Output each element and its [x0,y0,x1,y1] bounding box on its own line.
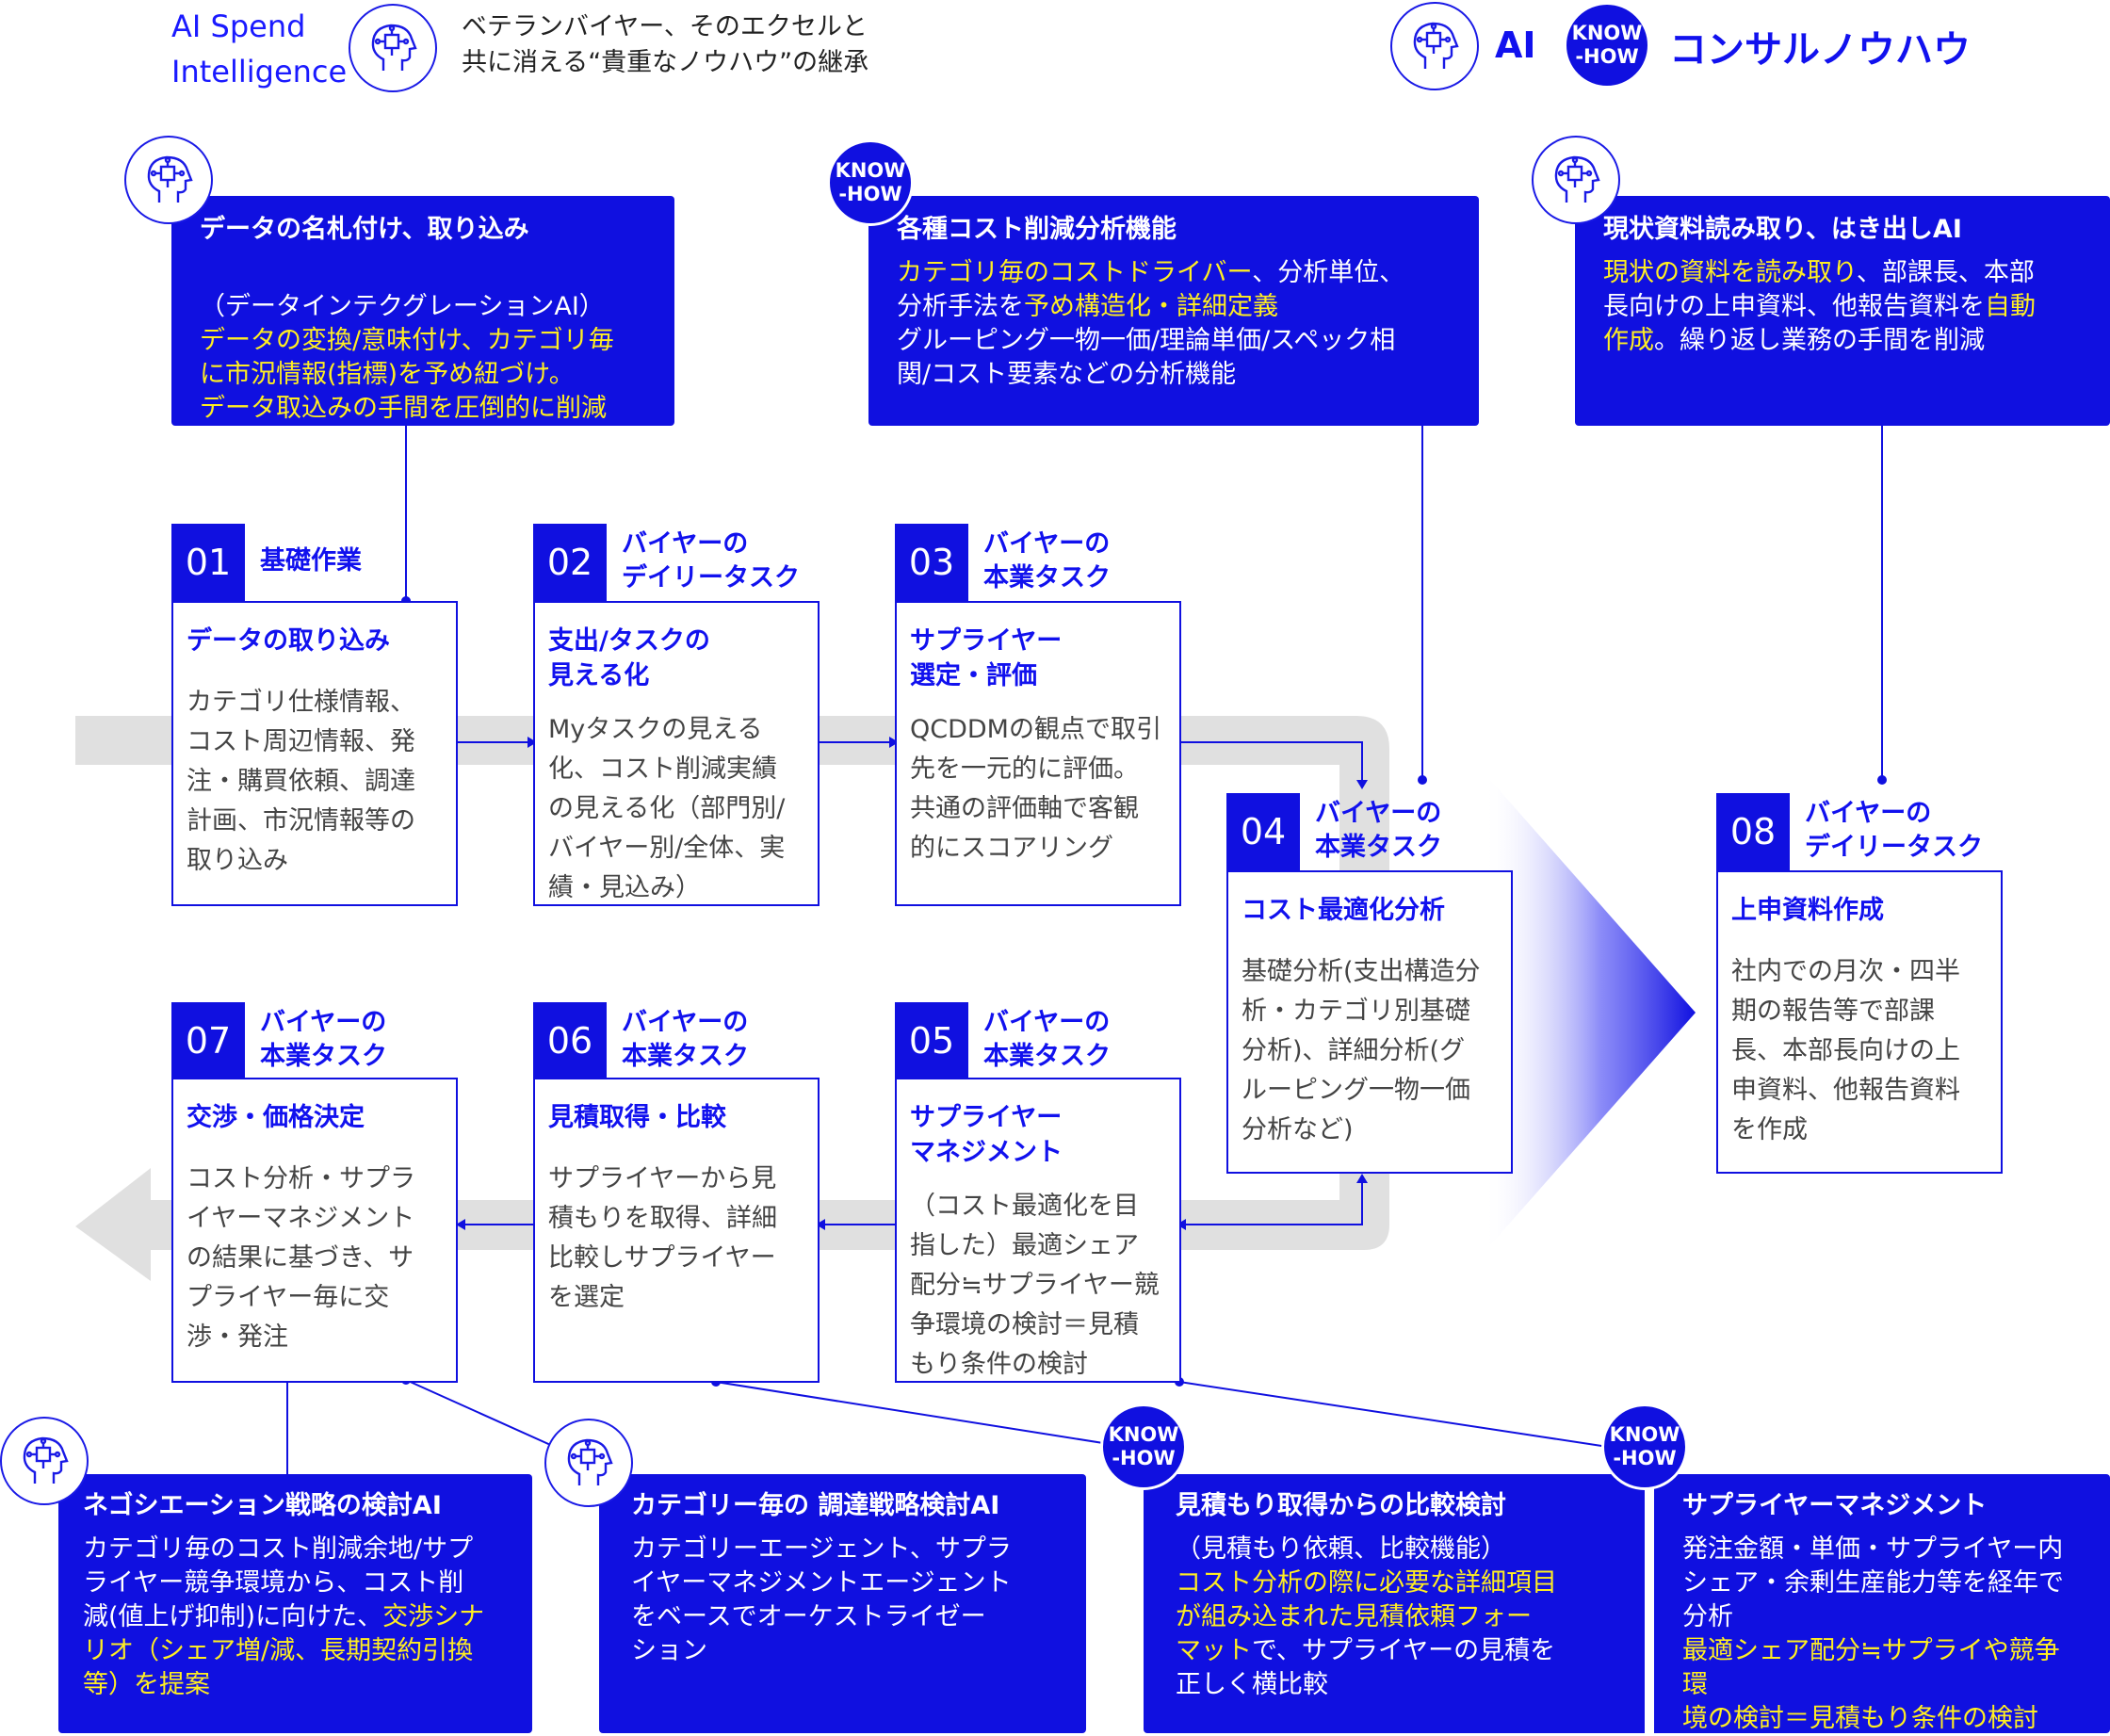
brand-title: AI Spend Intelligence [171,4,347,94]
tagline: ベテランバイヤー、そのエクセルと 共に消える“貴重なノウハウ”の継承 [462,9,868,81]
step-label: バイヤーの 本業タスク [622,1008,749,1071]
step-title: 見積取得・比較 [548,1103,726,1132]
feature-body: （データインテクグレーションAI） データの変換/意味付け、カテゴリ毎 に市況情… [200,292,614,423]
step-title: 上申資料作成 [1731,896,1884,925]
feature-title: カテゴリー毎の 調達戦略検討AI [631,1491,1000,1520]
step-body: QCDDMの観点で取引 先を一元的に評価。 共通の評価軸で客観 的にスコアリング [910,715,1161,863]
step-card-07: 交渉・価格決定 コスト分析・サプラ イヤーマネジメント の結果に基づき、サ プラ… [171,1078,458,1383]
step-number: 03 [895,524,968,601]
step-label: バイヤーの デイリータスク [1805,799,1983,862]
legend-knowhow-label: コンサルノウハウ [1669,28,1971,72]
feature-cost-reduction-analysis: 各種コスト削減分析機能 カテゴリ毎のコストドライバー、分析単位、 分析手法を予め… [868,196,1479,426]
step-body: 基礎分析(支出構造分 析・カテゴリ別基礎 分析)、詳細分析(グ ルーピング一物一… [1242,957,1481,1144]
step-card-05: サプライヤー マネジメント （コスト最適化を目 指した）最適シェア 配分≒サプラ… [895,1078,1181,1383]
step-body: カテゴリ仕様情報、 コスト周辺情報、発 注・購買依頼、調達 計画、市況情報等の … [187,688,415,875]
feature-title: ネゴシエーション戦略の検討AI [83,1491,442,1520]
step-title: 交渉・価格決定 [187,1103,365,1132]
flow-chevron [1484,772,1696,1253]
feature-negotiation-ai: ネゴシエーション戦略の検討AI カテゴリ毎のコスト削減余地/サプ ライヤー競争環… [58,1474,532,1733]
step-number: 05 [895,1002,968,1079]
step-title: サプライヤー マネジメント [910,1103,1063,1167]
step-card-04: コスト最適化分析 基礎分析(支出構造分 析・カテゴリ別基礎 分析)、詳細分析(グ… [1226,870,1513,1174]
step-number: 02 [533,524,607,601]
ai-brain-icon [349,4,437,92]
feature-body: カテゴリーエージェント、サプラ イヤーマネジメントエージェント をベースでオーケ… [631,1534,1012,1665]
ai-brain-icon [1532,136,1620,224]
feature-data-integration-ai: データの名札付け、取り込み （データインテクグレーションAI） データの変換/意… [171,196,674,426]
step-number: 08 [1716,793,1790,870]
step-label: 基礎作業 [260,546,362,576]
step-card-06: 見積取得・比較 サプライヤーから見 積もりを取得、詳細 比較しサプライヤー を選… [533,1078,820,1383]
legend-ai-label: AI [1495,24,1536,66]
feature-body: 現状の資料を読み取り、部課長、本部 長向けの上申資料、他報告資料を自動 作成。繰… [1603,258,2036,355]
feature-title: 各種コスト削減分析機能 [897,215,1177,244]
step-label: バイヤーの デイリータスク [622,529,800,592]
step-title: データの取り込み [187,626,390,656]
feature-title: 見積もり取得からの比較検討 [1176,1491,1506,1520]
step-card-08: 上申資料作成 社内での月次・四半 期の報告等で部課 長、本部長向けの上 申資料、… [1716,870,2003,1174]
ai-brain-icon [124,136,213,224]
feature-body: カテゴリ毎のコスト削減余地/サプ ライヤー競争環境から、コスト削 減(値上げ抑制… [83,1534,485,1699]
step-label: バイヤーの 本業タスク [260,1008,387,1071]
brand-line2: Intelligence [171,54,348,89]
brand-line1: AI Spend [171,8,306,44]
step-body: 社内での月次・四半 期の報告等で部課 長、本部長向けの上 申資料、他報告資料 を… [1731,957,1960,1144]
step-title: 支出/タスクの 見える化 [548,626,710,690]
feature-title: サプライヤーマネジメント [1682,1491,1988,1520]
step-card-03: サプライヤー 選定・評価 QCDDMの観点で取引 先を一元的に評価。 共通の評価… [895,601,1181,906]
step-body: Myタスクの見える 化、コスト削減実績 の見える化（部門別/ バイヤー別/全体、… [548,715,786,902]
step-number: 04 [1226,793,1300,870]
step-label: バイヤーの 本業タスク [983,1008,1111,1071]
legend-ai-icon [1390,2,1479,90]
step-body: （コスト最適化を目 指した）最適シェア 配分≒サプライヤー競 争環境の検討＝見積… [910,1192,1160,1379]
feature-document-reader-ai: 現状資料読み取り、はき出しAI 現状の資料を読み取り、部課長、本部 長向けの上申… [1575,196,2110,426]
step-card-01: データの取り込み カテゴリ仕様情報、 コスト周辺情報、発 注・購買依頼、調達 計… [171,601,458,906]
box-gap [1645,1474,1654,1733]
step-label: バイヤーの 本業タスク [1315,799,1442,862]
feature-body: （見積もり依頼、比較機能） コスト分析の際に必要な詳細項目 が組み込まれた見積依… [1176,1534,1557,1699]
step-number: 06 [533,1002,607,1079]
feature-title: 現状資料読み取り、はき出しAI [1603,215,1962,244]
step-body: コスト分析・サプラ イヤーマネジメント の結果に基づき、サ プライヤー毎に交 渉… [187,1164,415,1352]
step-title: コスト最適化分析 [1242,896,1445,925]
step-card-02: 支出/タスクの 見える化 Myタスクの見える 化、コスト削減実績 の見える化（部… [533,601,820,906]
feature-supplier-management: サプライヤーマネジメント 発注金額・単価・サプライヤー内 シェア・余剰生産能力等… [1654,1474,2110,1733]
feature-body: カテゴリ毎のコストドライバー、分析単位、 分析手法を予め構造化・詳細定義 グルー… [897,258,1405,389]
step-number: 07 [171,1002,245,1079]
step-title: サプライヤー 選定・評価 [910,626,1063,690]
step-label: バイヤーの 本業タスク [983,529,1111,592]
tagline-line2: 共に消える“貴重なノウハウ”の継承 [462,48,869,77]
tagline-line1: ベテランバイヤー、そのエクセルと [462,12,868,41]
step-body: サプライヤーから見 積もりを取得、詳細 比較しサプライヤー を選定 [548,1164,777,1312]
feature-procurement-strategy-ai: カテゴリー毎の 調達戦略検討AI カテゴリーエージェント、サプラ イヤーマネジメ… [599,1474,1086,1733]
ai-brain-icon [544,1419,633,1507]
knowhow-badge: KNOW-HOW [1100,1403,1187,1490]
step-number: 01 [171,524,245,601]
knowhow-badge: KNOW-HOW [827,139,914,226]
knowhow-badge: KNOW-HOW [1601,1403,1688,1490]
ai-brain-icon [0,1417,89,1505]
feature-title: データの名札付け、取り込み [200,215,529,244]
legend-knowhow-badge: KNOW-HOW [1564,2,1650,89]
feature-body: 発注金額・単価・サプライヤー内 シェア・余剰生産能力等を経年で 分析 最適シェア… [1682,1534,2064,1733]
